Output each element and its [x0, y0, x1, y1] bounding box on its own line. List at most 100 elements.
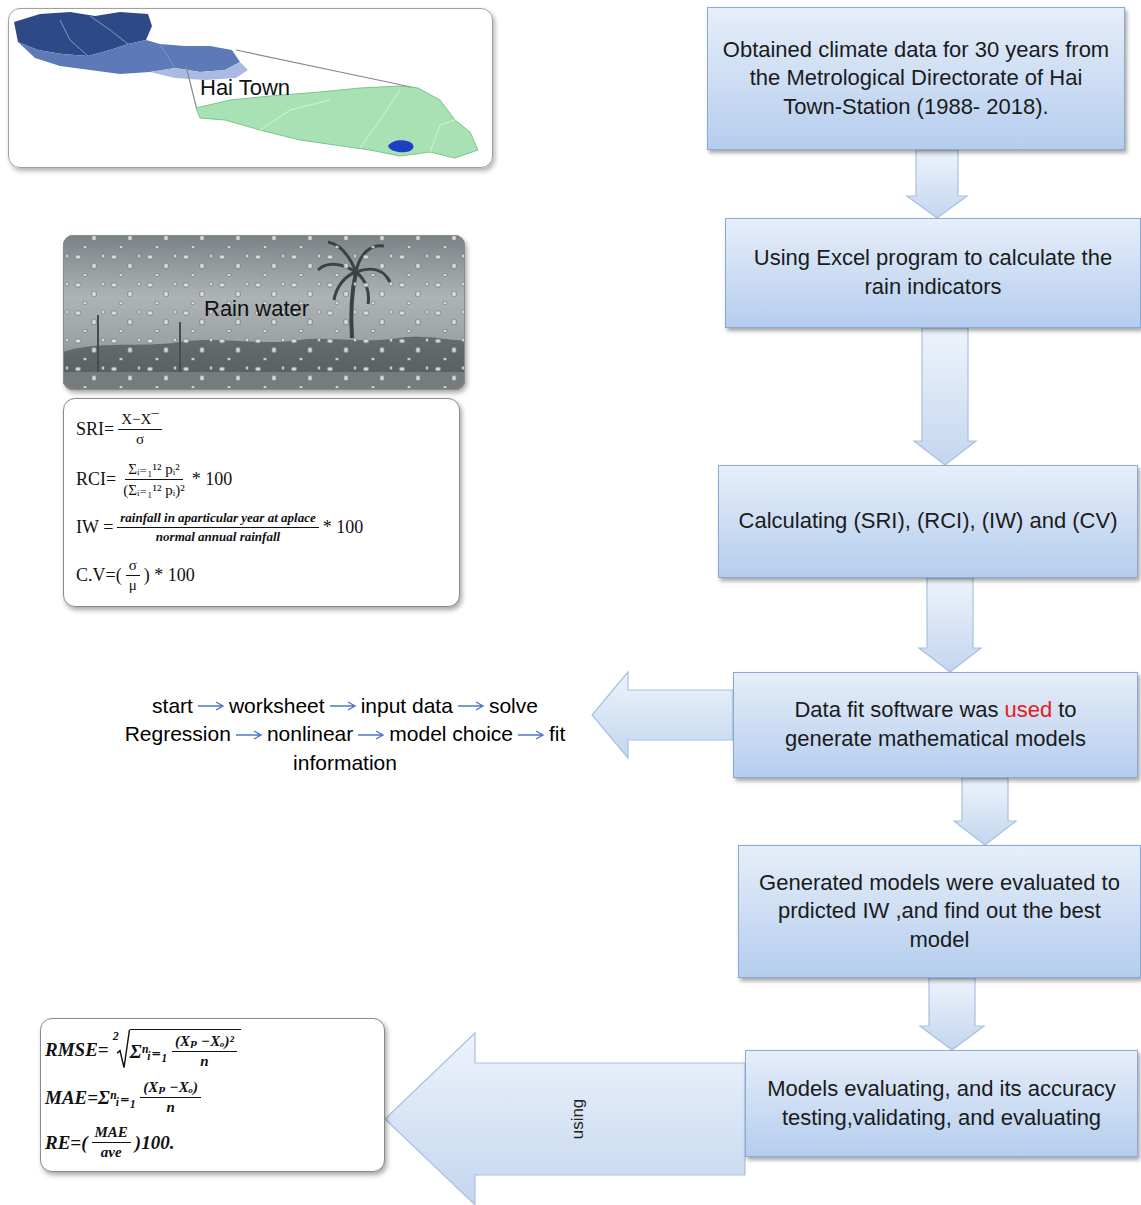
fraction: (Xₚ −Xₒ)²n	[172, 1032, 237, 1070]
procedure-step: input data	[361, 692, 453, 720]
procedure-step: Regression	[125, 720, 231, 748]
formula-term: RE=(	[45, 1132, 88, 1154]
box-text: Using Excel program to calculate the rai…	[740, 244, 1126, 301]
flow-arrow-line	[358, 731, 383, 739]
box-label: Data fit software was	[794, 697, 998, 722]
formula-term: * 100	[323, 517, 364, 538]
radicand: Σⁿᵢ₌₁(Xₚ −Xₒ)²n	[130, 1029, 241, 1070]
box-label: used	[1005, 697, 1053, 722]
edge-label: using	[568, 1099, 588, 1140]
box-label: Using Excel program to calculate the rai…	[754, 245, 1112, 299]
formula-term: * 100	[192, 469, 233, 490]
denominator: ave	[98, 1143, 125, 1161]
procedure-row: information	[108, 749, 582, 777]
numerator: MAE	[92, 1124, 131, 1143]
box-label: Generated models were evaluated to prdic…	[759, 870, 1120, 952]
formula-term: SRI=	[76, 419, 114, 440]
flow-arrow	[357, 728, 385, 742]
process-box: Using Excel program to calculate the rai…	[725, 218, 1141, 328]
procedure-box: startworksheetinput datasolveRegressionn…	[98, 686, 592, 805]
numerator: (Xₚ −Xₒ)²	[172, 1032, 237, 1052]
flow-arrow	[197, 699, 225, 713]
formula-term: Σⁿᵢ₌₁	[130, 1040, 168, 1063]
denominator: μ	[126, 576, 140, 594]
flow-arrow	[329, 699, 357, 713]
block-arrow	[914, 328, 976, 465]
formula-row: C.V=(σμ) * 100	[76, 557, 447, 594]
formula-row: RCI=Σᵢ₌₁¹² pᵢ²(Σᵢ₌₁¹² pᵢ)²* 100	[76, 460, 447, 499]
fraction: Σᵢ₌₁¹² pᵢ²(Σᵢ₌₁¹² pᵢ)²	[120, 460, 188, 499]
fraction: rainfall in aparticular year at aplaceno…	[117, 510, 318, 545]
photo-sky	[63, 235, 465, 390]
formula-panel: RMSE=2Σⁿᵢ₌₁(Xₚ −Xₒ)²nMAE=Σⁿᵢ₌₁(Xₚ −Xₒ)nR…	[40, 1018, 385, 1172]
formula-row: RE=(MAEave)100.	[45, 1124, 380, 1161]
box-text: Obtained climate data for 30 years from …	[722, 36, 1110, 122]
fraction: MAEave	[92, 1124, 131, 1161]
block-arrow	[385, 1033, 745, 1205]
procedure-step: solve	[489, 692, 538, 720]
photo-panel: Rain water	[63, 235, 465, 390]
box-label: Obtained climate data for 30 years from …	[723, 37, 1109, 119]
formula-row: MAE=Σⁿᵢ₌₁(Xₚ −Xₒ)n	[45, 1078, 380, 1116]
fraction: (Xₚ −Xₒ)n	[140, 1078, 201, 1116]
flow-arrow-line	[330, 702, 355, 710]
flow-arrow-line	[236, 731, 261, 739]
box-text: Generated models were evaluated to prdic…	[753, 869, 1126, 955]
fraction: σμ	[126, 557, 140, 594]
process-box: Data fit software wasusedto generate mat…	[733, 672, 1138, 778]
formula-term: )100.	[135, 1132, 175, 1154]
procedure-step: information	[293, 749, 397, 777]
box-text: Models evaluating, and its accuracy test…	[760, 1075, 1123, 1132]
formula-row: SRI=X−X¯σ	[76, 411, 447, 448]
map-illustration	[8, 8, 493, 168]
town-area	[388, 140, 413, 152]
formula-term: RMSE=	[45, 1039, 109, 1061]
process-box: Obtained climate data for 30 years from …	[707, 7, 1125, 150]
box-text: Calculating (SRI), (RCI), (IW) and (CV)	[739, 507, 1118, 536]
formula-term: C.V=(	[76, 565, 122, 586]
block-arrow	[920, 978, 984, 1050]
denominator: n	[164, 1098, 178, 1116]
procedure-step: fit	[549, 720, 565, 748]
place-label: Hai Town	[200, 75, 290, 101]
formula-row: IW =rainfall in aparticular year at apla…	[76, 510, 447, 545]
block-arrow	[954, 778, 1016, 845]
box-label: Calculating (SRI), (RCI), (IW) and (CV)	[739, 508, 1118, 533]
procedure-step: nonlinear	[267, 720, 353, 748]
flow-arrow-line	[198, 702, 223, 710]
fraction: X−X¯σ	[118, 411, 162, 448]
denominator: n	[197, 1052, 211, 1070]
flow-arrow-line	[518, 731, 543, 739]
denominator: (Σᵢ₌₁¹² pᵢ)²	[120, 480, 188, 499]
flow-arrow	[235, 728, 263, 742]
map-inset: Hai Town	[8, 8, 493, 168]
procedure-row: startworksheetinput datasolve	[108, 692, 582, 720]
block-arrow	[592, 672, 733, 758]
rain-photo	[63, 235, 465, 390]
rain-drops	[63, 235, 465, 390]
flow-arrow	[457, 699, 485, 713]
formula-term: RCI=	[76, 469, 116, 490]
flow-arrow	[517, 728, 545, 742]
process-box: Generated models were evaluated to prdic…	[738, 845, 1141, 978]
formula-row: RMSE=2Σⁿᵢ₌₁(Xₚ −Xₒ)²n	[45, 1029, 380, 1070]
denominator: normal annual rainfall	[153, 528, 283, 545]
formula-term: MAE=Σⁿᵢ₌₁	[45, 1086, 136, 1109]
denominator: σ	[133, 430, 147, 448]
numerator: rainfall in aparticular year at aplace	[117, 510, 318, 528]
numerator: X−X¯	[118, 411, 162, 430]
formula-term: ) * 100	[144, 565, 195, 586]
box-text: Data fit software wasusedto generate mat…	[748, 696, 1123, 753]
formula-panel: SRI=X−X¯σRCI=Σᵢ₌₁¹² pᵢ²(Σᵢ₌₁¹² pᵢ)²* 100…	[63, 398, 460, 607]
root-index: 2	[113, 1029, 119, 1044]
region-border	[60, 16, 175, 68]
process-box: Models evaluating, and its accuracy test…	[745, 1050, 1138, 1157]
process-box: Calculating (SRI), (RCI), (IW) and (CV)	[718, 465, 1138, 578]
numerator: (Xₚ −Xₒ)	[140, 1078, 201, 1098]
country-region	[18, 40, 240, 74]
radical: 2Σⁿᵢ₌₁(Xₚ −Xₒ)²n	[113, 1029, 241, 1070]
box-label: Models evaluating, and its accuracy test…	[767, 1076, 1116, 1130]
block-arrow	[907, 150, 967, 218]
radical-stroke	[117, 1030, 130, 1068]
